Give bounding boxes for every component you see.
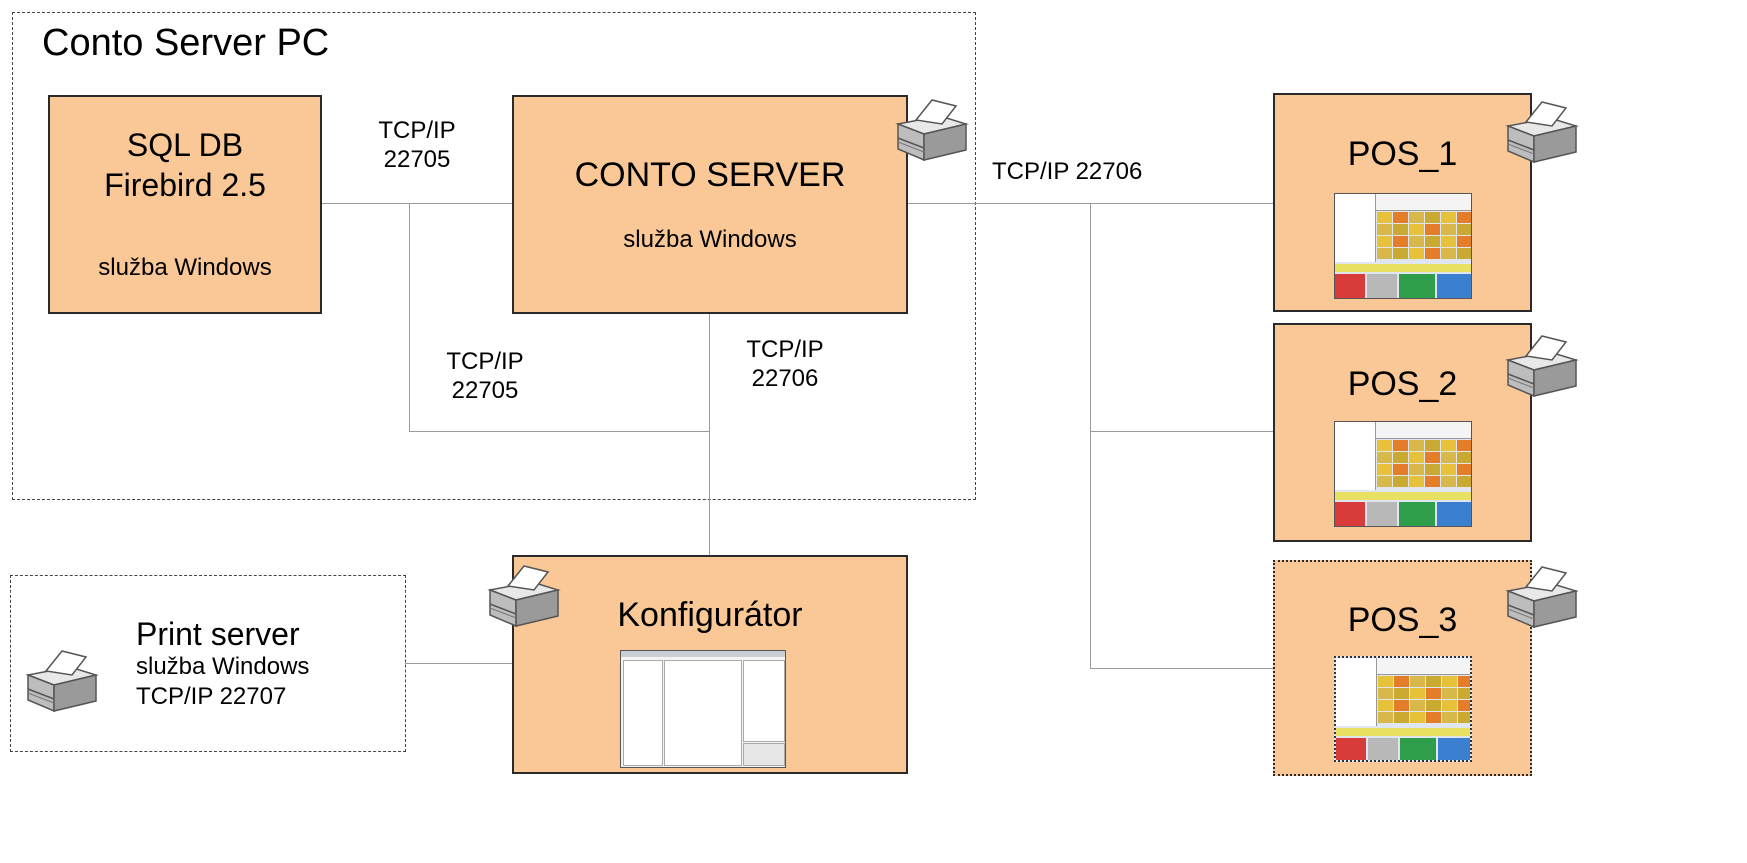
pos-screen-thumbnail (1334, 656, 1472, 762)
print-server-port: TCP/IP 22707 (136, 683, 287, 710)
connector-pos3 (1090, 668, 1274, 669)
connector-branch-horizontal (409, 431, 710, 432)
connector-db-server (322, 203, 514, 204)
connector-db-branch-vertical (409, 203, 410, 432)
pos-screen-thumbnail (1334, 421, 1472, 527)
connector-pos2 (1090, 431, 1274, 432)
connector-server-pos-main (907, 203, 1090, 204)
conto-server-pc-title: Conto Server PC (42, 22, 330, 64)
print-server-boundary (10, 575, 406, 752)
printer-icon (1505, 566, 1579, 629)
printer-icon (1505, 335, 1579, 398)
link-server-pos-label: TCP/IP 22706 (992, 158, 1143, 185)
pos-3-label: POS_3 (1347, 601, 1458, 639)
conto-server-pc-boundary (12, 12, 976, 500)
link-db-server-proto: TCP/IP (378, 117, 456, 144)
pos-1-label: POS_1 (1347, 135, 1458, 173)
link-server-config-port: 22706 (751, 365, 819, 392)
link-db-config-proto: TCP/IP (446, 348, 524, 375)
connector-pos1 (1090, 203, 1274, 204)
printer-icon (25, 650, 99, 713)
connector-pos-bus-vertical (1090, 203, 1091, 668)
conto-server-service: služba Windows (623, 226, 797, 253)
link-db-server-port: 22705 (383, 146, 451, 173)
konfigurator-screen-thumbnail (620, 650, 786, 768)
conto-server-title: CONTO SERVER (574, 156, 846, 194)
sql-db-service: služba Windows (98, 254, 272, 281)
sql-db-node (48, 95, 322, 314)
sql-db-title-line1: SQL DB (126, 127, 244, 163)
conto-server-node (512, 95, 908, 314)
printer-icon (1505, 101, 1579, 164)
pos-screen-thumbnail (1334, 193, 1472, 299)
printer-icon (487, 565, 561, 628)
link-server-config-proto: TCP/IP (746, 336, 824, 363)
connector-server-down (709, 313, 710, 556)
pos-2-label: POS_2 (1347, 365, 1458, 403)
printer-icon (895, 99, 969, 162)
print-server-service: služba Windows (136, 653, 310, 680)
sql-db-title-line2: Firebird 2.5 (104, 167, 266, 203)
konfigurator-title: Konfigurátor (617, 596, 803, 634)
connector-printserver-config (405, 663, 513, 664)
print-server-title: Print server (136, 616, 300, 652)
link-db-config-port: 22705 (451, 377, 519, 404)
